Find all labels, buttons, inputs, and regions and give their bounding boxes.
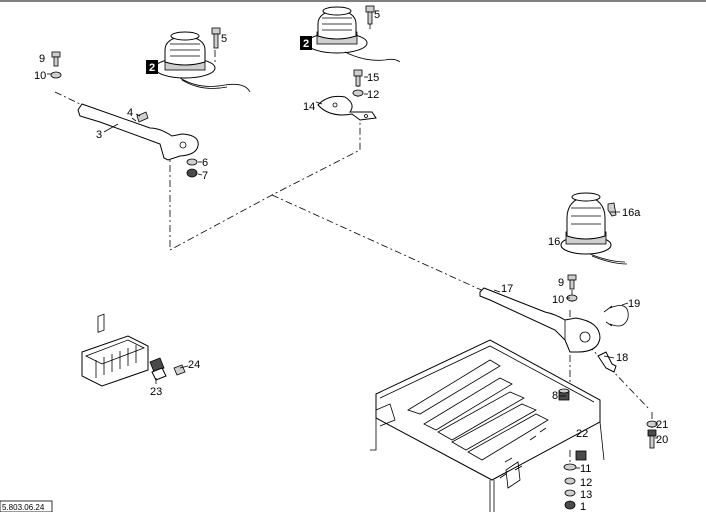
callout-24: 24 — [188, 359, 200, 371]
callout-labels: 9 10 3 4 5 6 7 5 15 12 14 16a 16 9 10 17… — [34, 9, 668, 513]
drawing-ref-text: 5.803.06.24 — [2, 503, 45, 512]
callout-6: 6 — [202, 157, 208, 169]
callout-19: 19 — [628, 298, 640, 310]
bracket-3 — [77, 103, 199, 161]
callout-12: 12 — [580, 477, 592, 489]
cab-roof — [370, 339, 605, 512]
badge-2-right: 2 — [300, 36, 312, 50]
bracket-17 — [479, 287, 601, 353]
switch-24 — [173, 364, 186, 376]
callout-5: 5 — [374, 9, 380, 21]
callout-5: 5 — [221, 33, 227, 45]
beacon-16 — [560, 192, 628, 265]
callout-11: 11 — [580, 463, 591, 475]
bracket-14 — [317, 95, 377, 121]
bolt-5-left — [211, 27, 221, 49]
bolt-9-right — [566, 274, 578, 302]
callout-12: 12 — [367, 89, 379, 101]
clip-4 — [136, 111, 149, 123]
beacon-right — [306, 6, 401, 63]
badge-label: 2 — [303, 38, 309, 50]
callout-13: 13 — [580, 489, 592, 501]
bolt-15 — [352, 69, 364, 97]
callout-4: 4 — [127, 107, 133, 119]
callout-10: 10 — [552, 294, 564, 306]
callout-1: 1 — [580, 501, 586, 512]
callout-23: 23 — [150, 386, 162, 398]
washer-13 — [564, 489, 576, 497]
drawing-reference: 5.803.06.24 — [0, 500, 53, 513]
switch-panel-23 — [81, 313, 167, 387]
washer-11 — [563, 463, 577, 471]
nut-8 — [558, 388, 570, 401]
badge-label: 2 — [149, 62, 155, 74]
callout-18: 18 — [616, 352, 628, 364]
callout-20: 20 — [656, 434, 668, 446]
callout-16a: 16a — [622, 207, 641, 219]
bolt-9-left — [50, 51, 62, 79]
callout-15: 15 — [367, 72, 379, 84]
callout-21: 21 — [656, 419, 668, 431]
callout-10: 10 — [34, 70, 46, 82]
washer-12 — [564, 477, 576, 485]
callout-9: 9 — [558, 277, 564, 289]
bolt-5-right — [365, 5, 375, 25]
callout-8: 8 — [552, 390, 558, 402]
badge-2-left: 2 — [146, 60, 158, 74]
nut-1 — [564, 500, 576, 510]
callout-9: 9 — [39, 53, 45, 65]
callout-3: 3 — [96, 129, 102, 141]
nut-7 — [186, 168, 198, 178]
callout-22: 22 — [576, 428, 588, 440]
callout-17: 17 — [501, 283, 513, 295]
callout-7: 7 — [202, 170, 208, 182]
bracket-18 — [597, 351, 617, 373]
lamp-16a — [607, 202, 617, 217]
washer-6 — [186, 158, 198, 166]
callout-14: 14 — [303, 101, 315, 113]
leader-lines — [47, 73, 658, 469]
beacon-left — [154, 31, 251, 93]
clamp-19 — [603, 305, 629, 327]
callout-16: 16 — [548, 236, 560, 248]
cap-22 — [575, 450, 587, 461]
